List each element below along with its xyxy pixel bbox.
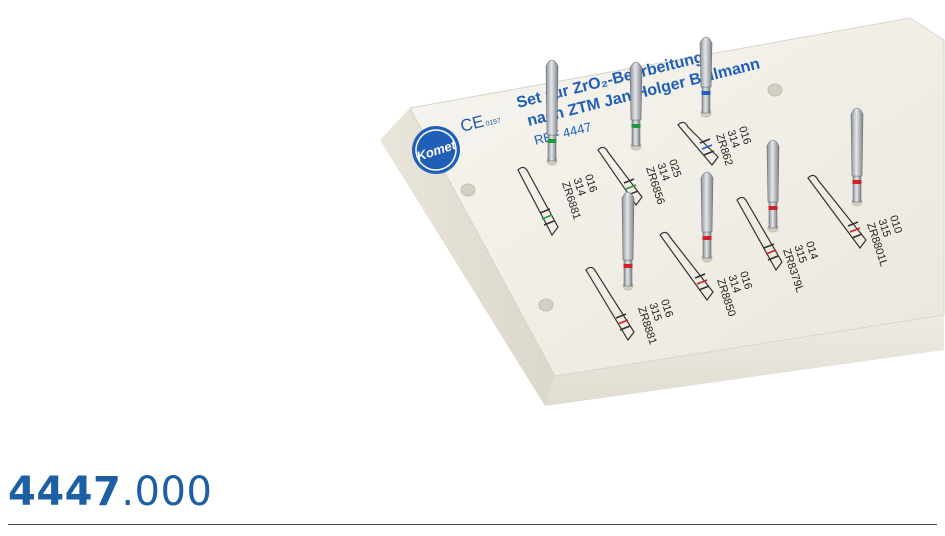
instrument-size: 016 [737,270,754,291]
outline-ring-mark [543,220,555,226]
outline-ring-mark [694,273,706,279]
outline-ring-mark [699,138,711,144]
bur-head [621,191,635,261]
box-top-face [409,17,945,377]
bur-head [629,61,643,121]
bur-color-ring [702,236,712,240]
bur-head [850,107,864,177]
svg-text:0197: 0197 [485,117,502,128]
outline-ring-mark [698,285,710,291]
instrument-shank: 314 [725,129,742,150]
instrument-outline [597,146,643,207]
outline-ring-mark [615,313,627,319]
bur-head [700,171,714,233]
instrument-outline [585,266,635,342]
bur-color-ring [547,139,557,143]
instrument-shank: 315 [792,244,809,265]
outline-ring-mark [765,249,777,255]
komet-logo: Komet [412,126,460,174]
outline-ring-mark [617,319,629,325]
instrument-shank: 314 [655,162,672,183]
bur-shank [547,134,557,162]
box-left-side [380,108,555,406]
instrument-size: 016 [658,298,675,319]
bur-head [699,36,713,88]
bur-color-ring [768,206,778,210]
instrument-shank: 315 [876,218,893,239]
outline-ring-mark [619,325,631,331]
instrument-size: 016 [582,173,599,194]
product-number-main: 4447 [8,469,122,515]
outline-ring-mark [767,255,779,261]
product-number-suffix: .000 [121,469,213,515]
instrument-size: 014 [803,240,820,261]
product-photo: Komet CE 0197 Set zur ZrO₂-Bearbeitung n… [380,17,945,406]
instrument-outline [517,166,559,237]
bur-head [545,59,559,136]
outline-ring-mark [849,227,861,233]
instrument-shank: 314 [726,274,743,295]
outline-ring-mark [541,214,553,220]
instrument-shank: 314 [571,177,588,198]
bur-shank [768,201,778,229]
instrument-shank: 315 [647,302,664,323]
outline-ring-mark [847,221,859,227]
instrument-size: 010 [887,214,904,235]
bur-head [766,139,780,203]
outline-ring-mark [851,233,863,239]
instrument-size: 016 [736,125,753,146]
box-front-side [545,315,944,406]
bur-shank [631,119,641,147]
bur-color-ring [623,264,633,268]
instrument-size: 025 [666,158,683,179]
hole [767,83,783,97]
bur-shank [702,231,712,259]
instrument-outline [659,231,714,302]
instrument-outline [736,196,783,272]
bur-color-ring [701,91,711,95]
bur-shank [623,259,633,287]
outline-ring-mark [703,150,715,156]
hole [460,183,476,197]
bur-shank [852,175,862,203]
bur-color-ring [852,180,862,184]
outline-ring-mark [623,178,635,184]
outline-ring-mark [701,144,713,150]
bur-color-ring [631,124,641,128]
product-number: 4447.000 [8,468,212,516]
outline-ring-mark [625,184,637,190]
outline-ring-mark [539,208,551,214]
divider-line [8,524,937,525]
outline-ring-mark [763,243,775,249]
hole [538,298,554,312]
instrument-outline [807,174,867,250]
bur-shank [701,86,711,114]
outline-ring-mark [696,279,708,285]
